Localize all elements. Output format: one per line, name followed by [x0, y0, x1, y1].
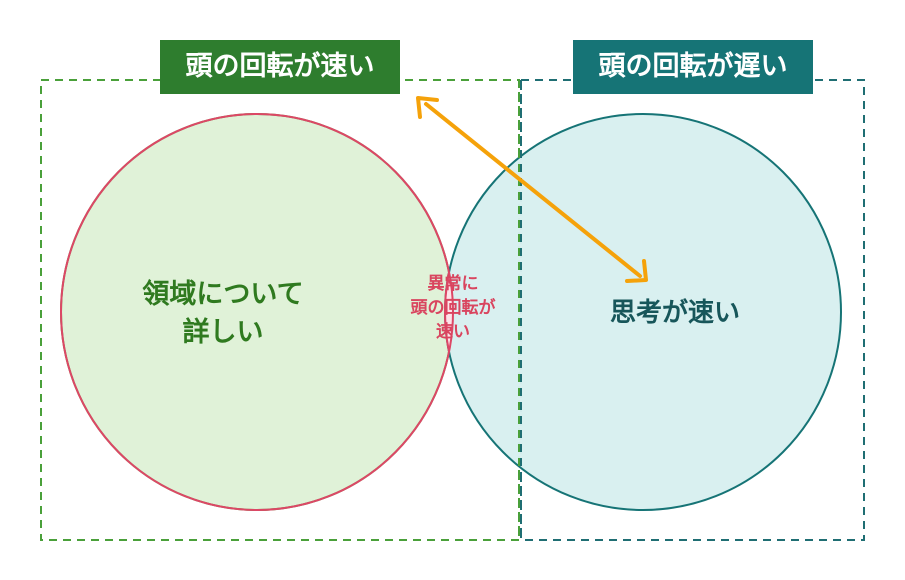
- left-circle-label: 領域について 詳しい: [118, 276, 328, 352]
- double-arrow-icon: [416, 96, 648, 283]
- center-label-line-1: 異常に: [427, 274, 479, 294]
- overlap-label: 異常に 頭の回転が 速い: [390, 272, 516, 344]
- center-label-line-2: 頭の回転が: [410, 298, 496, 318]
- left-label-line-1: 領域について: [142, 279, 304, 310]
- right-circle-label: 思考が速い: [609, 298, 740, 328]
- center-label-line-3: 速い: [436, 322, 470, 342]
- left-circle-outline: [60, 113, 454, 511]
- overlap-region: [444, 114, 453, 510]
- slow-thinking-tag: 頭の回転が遅い: [573, 40, 813, 94]
- fast-thinking-tag: 頭の回転が速い: [160, 40, 400, 94]
- left-label-line-2: 詳しい: [182, 317, 264, 348]
